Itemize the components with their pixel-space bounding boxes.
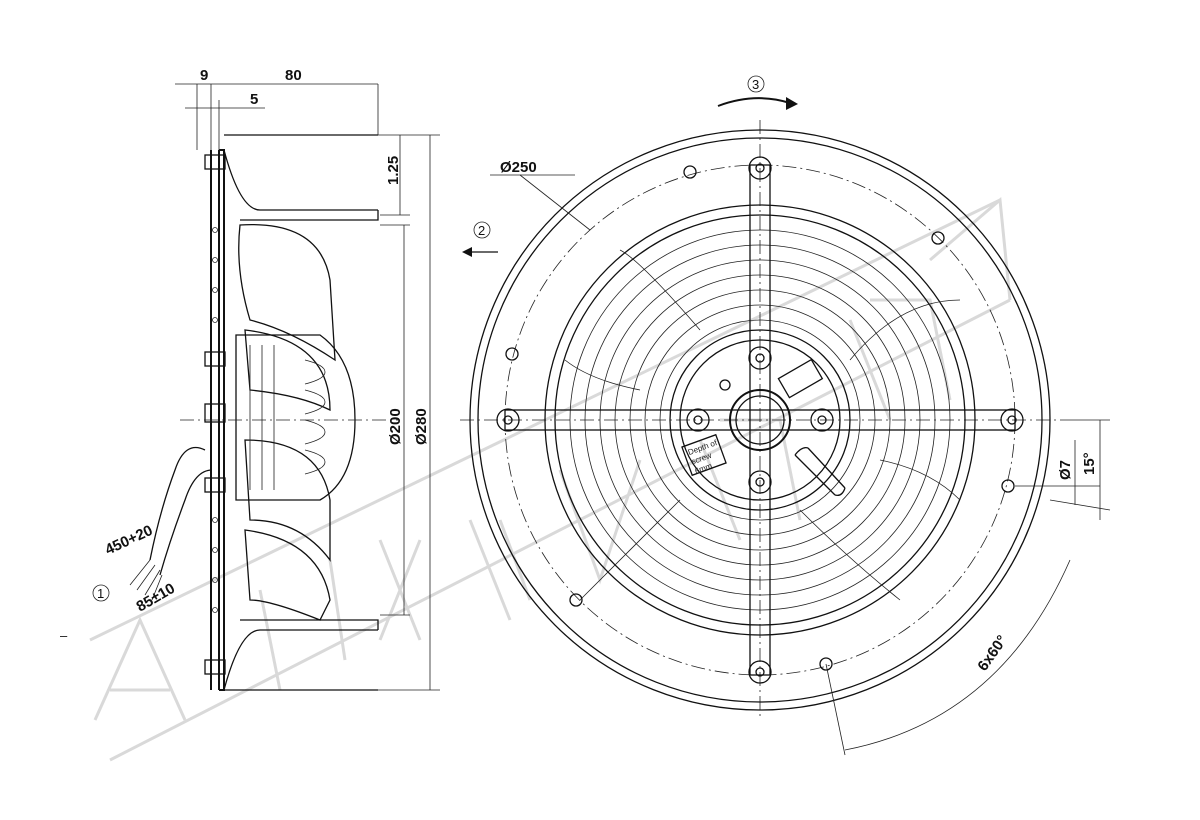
dim-offset: 5 <box>250 91 258 108</box>
front-guard-rings <box>569 229 951 611</box>
front-blades <box>564 249 961 601</box>
rotation-arrow <box>786 97 798 110</box>
front-view: Depth of screw 6mm Ø250 2 3 Ø7 15° <box>460 75 1111 756</box>
side-flange-bolts <box>204 154 226 675</box>
front-motor-info-plate <box>681 433 727 477</box>
dim-flange-thickness: 9 <box>200 67 208 84</box>
callout-2-label: 2 <box>478 223 485 238</box>
front-strut-bolts <box>496 156 1024 684</box>
front-cable-gland <box>794 447 846 496</box>
front-guard-struts <box>504 164 1016 676</box>
front-motor-shaft <box>729 389 791 451</box>
side-motor-hub <box>235 334 356 501</box>
callout-3-label: 3 <box>752 77 759 92</box>
dim-cable-length: 450+20 <box>103 522 156 559</box>
watermark-dash: – <box>60 628 68 643</box>
side-flange-holes <box>212 227 218 613</box>
side-blade-2 <box>244 329 331 412</box>
side-blade-3 <box>244 439 331 562</box>
airflow-arrow <box>462 247 472 257</box>
callout-2-circle <box>473 221 491 239</box>
front-hole-dims <box>1015 419 1111 520</box>
dim-outer-diameter: Ø280 <box>413 408 430 445</box>
side-view: 9 80 5 1.25 Ø200 Ø280 450+20 85±10 1 <box>92 67 440 691</box>
side-cable <box>149 446 213 576</box>
front-motor-label <box>777 358 824 399</box>
dim-hole-angle: 15° <box>1081 452 1098 475</box>
dim-inner-diameter: Ø200 <box>387 408 404 445</box>
dim-bolt-circle: Ø250 <box>500 159 537 176</box>
callout-3-circle <box>747 75 765 93</box>
callout-1-circle <box>92 584 110 602</box>
callout-1-label: 1 <box>97 586 104 601</box>
side-blade-1 <box>238 223 336 362</box>
front-mounting-holes <box>505 165 1015 671</box>
front-outer-ring <box>469 129 1051 711</box>
front-motor-outer <box>669 329 851 511</box>
dim-hole-pattern: 6x60° <box>974 632 1011 674</box>
side-housing-bottom <box>223 619 379 691</box>
dim-overall-depth: 80 <box>285 67 302 84</box>
side-blade-4 <box>244 529 331 621</box>
side-housing-top <box>223 134 379 221</box>
dim-pattern-arc <box>844 559 1071 751</box>
watermark: – <box>60 196 1012 762</box>
dim-hole-diameter: Ø7 <box>1057 460 1074 480</box>
side-dimensions <box>175 83 440 691</box>
dim-wall: 1.25 <box>385 156 402 185</box>
